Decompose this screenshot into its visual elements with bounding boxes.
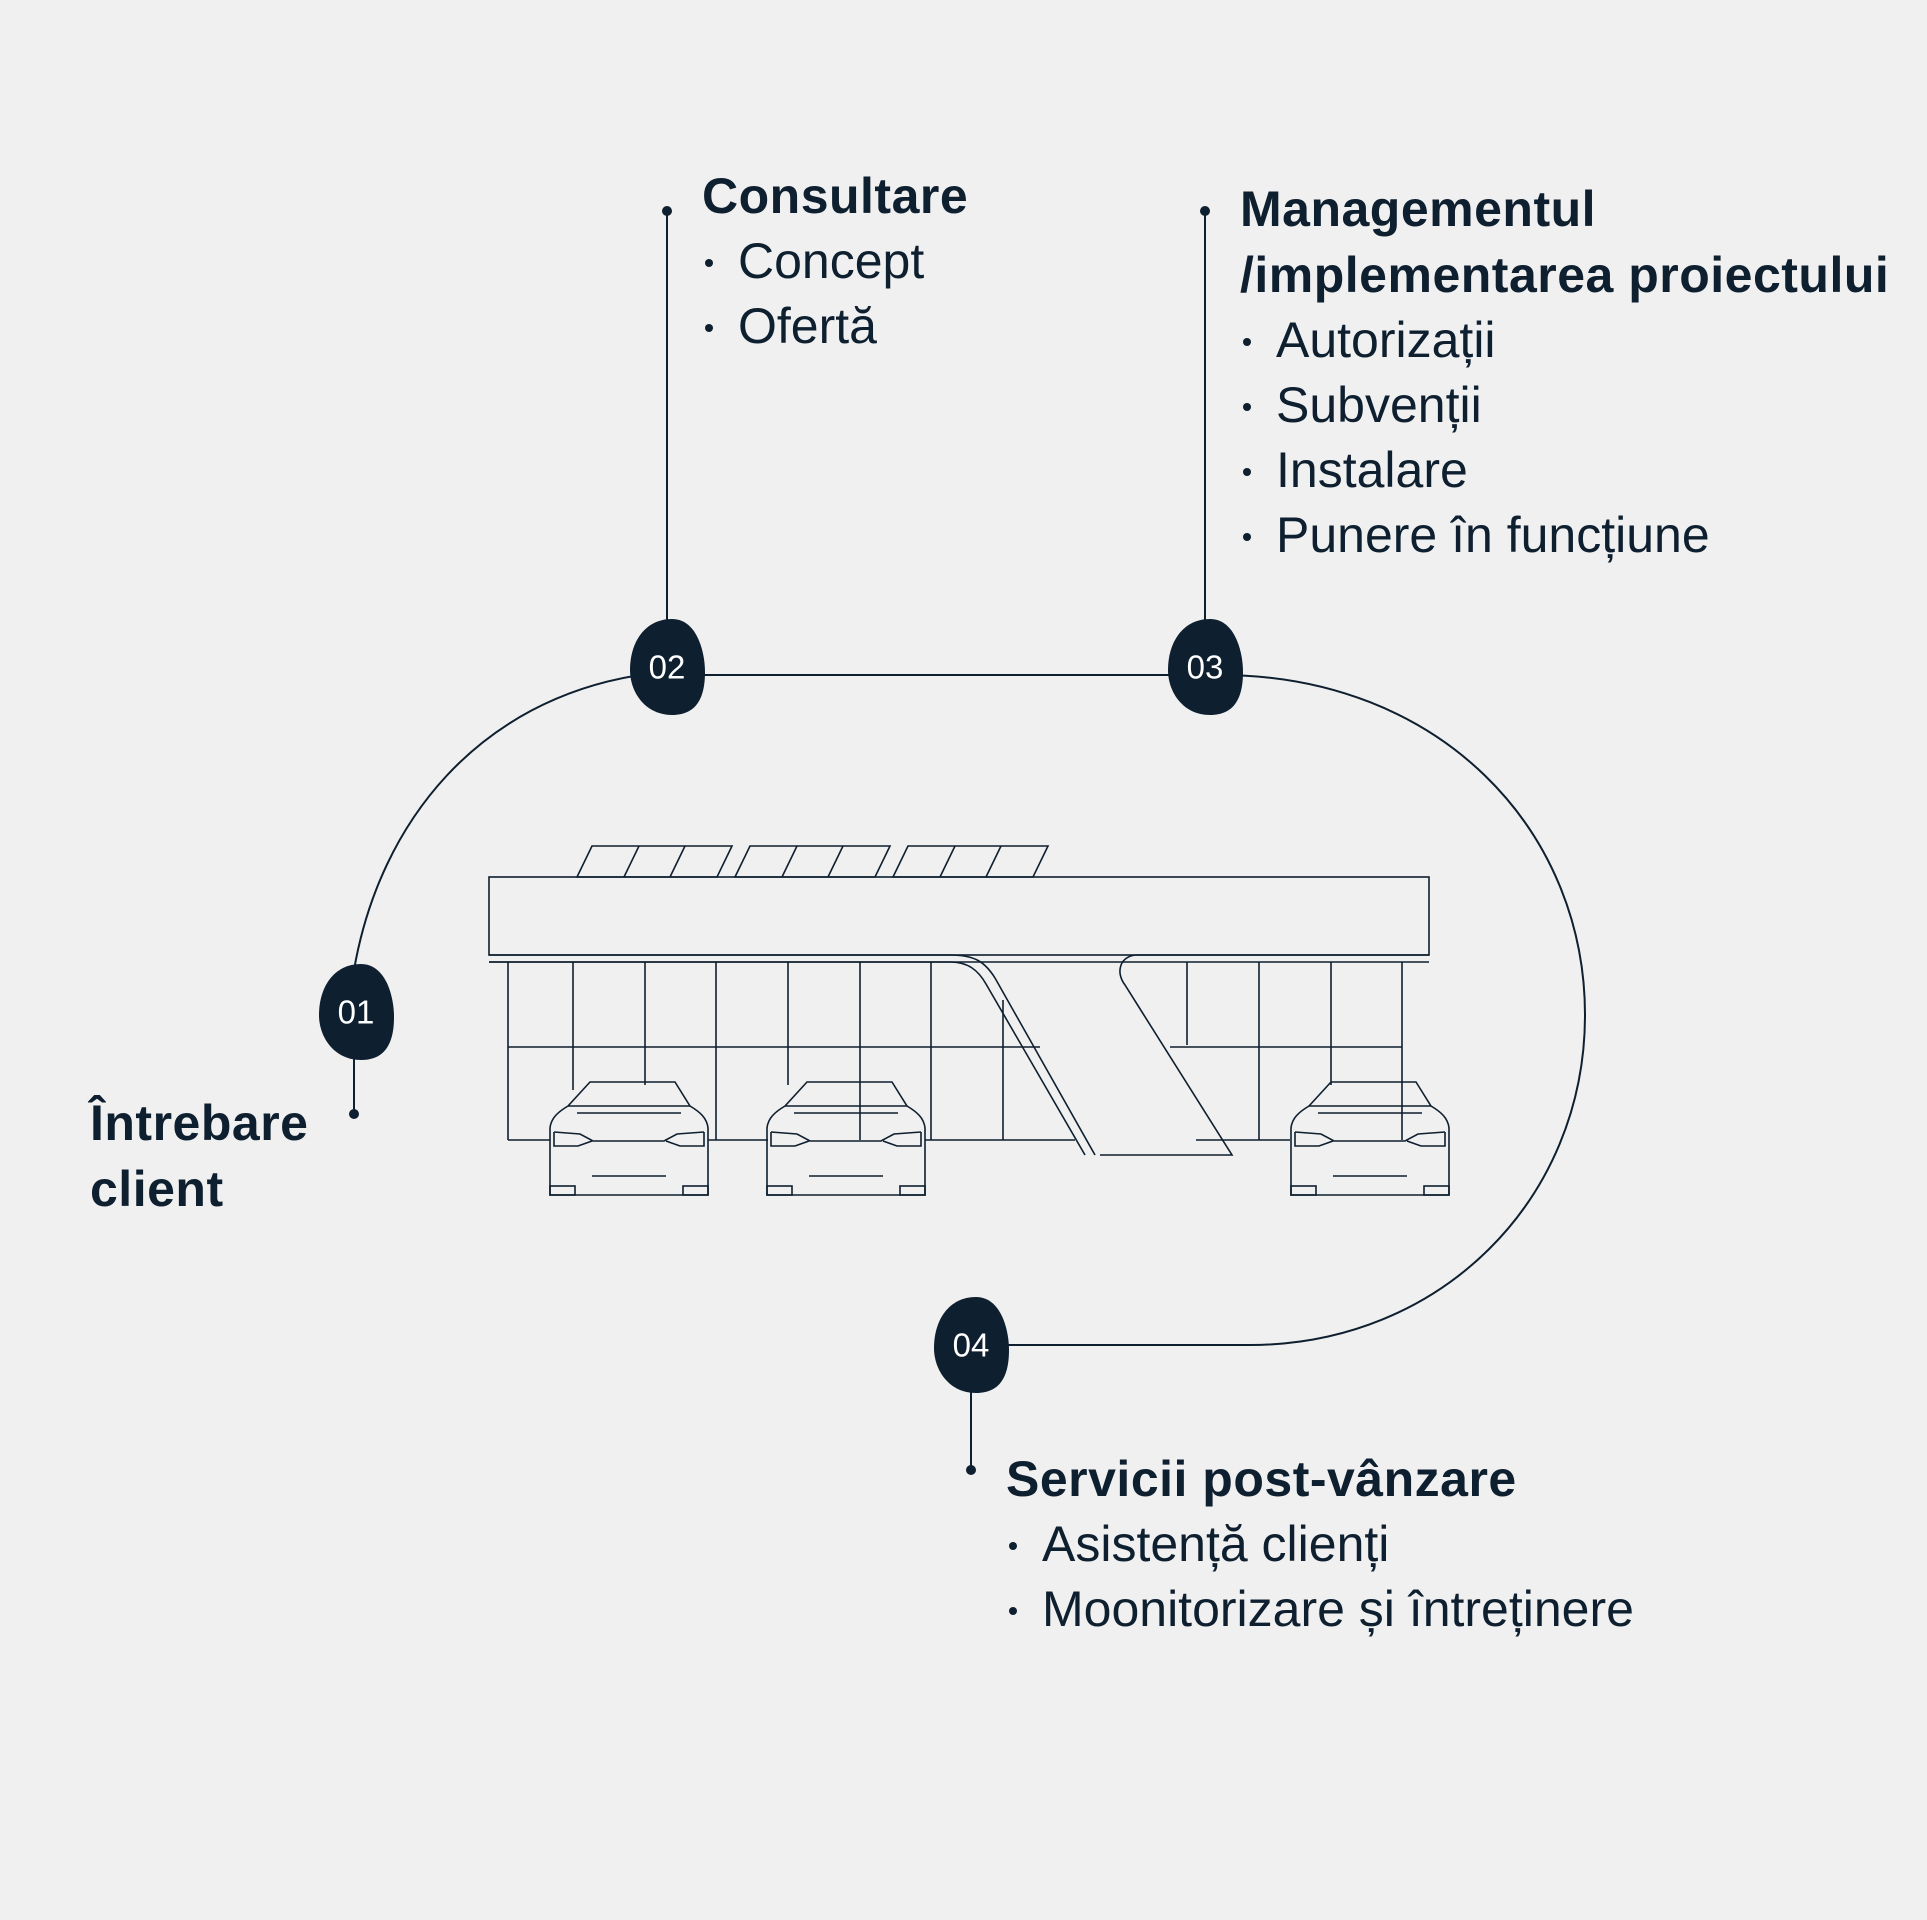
step-01-block: Întrebare client — [90, 1090, 350, 1222]
car-1 — [549, 1081, 709, 1196]
step-03-item: Punere în funcțiune — [1240, 503, 1920, 568]
process-path — [353, 674, 1587, 1346]
leader-dot-01 — [349, 1109, 359, 1119]
leader-dot-02 — [662, 206, 672, 216]
leader-dot-04 — [966, 1465, 976, 1475]
step-02-list: Concept Ofertă — [702, 229, 1122, 359]
step-02-block: Consultare Concept Ofertă — [702, 163, 1122, 359]
step-02-item: Ofertă — [702, 294, 1122, 359]
step-01-title: Întrebare client — [90, 1095, 309, 1217]
step-03-item: Instalare — [1240, 438, 1920, 503]
step-03-item: Autorizații — [1240, 308, 1920, 373]
step-02-title: Consultare — [702, 168, 969, 224]
step-04-item: Asistență clienți — [1006, 1512, 1766, 1577]
step-03-item: Subvenții — [1240, 373, 1920, 438]
step-03-block: Managementul /implementarea proiectului … — [1240, 176, 1920, 568]
step-04-block: Servicii post-vânzare Asistență clienți … — [1006, 1446, 1766, 1642]
badge-03: 03 — [1168, 619, 1243, 715]
car-3 — [1290, 1081, 1450, 1196]
solar-panels — [575, 845, 1050, 878]
step-03-list: Autorizații Subvenții Instalare Punere î… — [1240, 308, 1920, 568]
step-02-item: Concept — [702, 229, 1122, 294]
badge-01-label: 01 — [338, 994, 375, 1031]
badge-02: 02 — [630, 619, 705, 715]
leader-dot-03 — [1200, 206, 1210, 216]
badge-04-label: 04 — [953, 1327, 990, 1364]
badge-01: 01 — [319, 964, 394, 1060]
badge-03-label: 03 — [1187, 649, 1224, 686]
step-04-list: Asistență clienți Moonitorizare și între… — [1006, 1512, 1766, 1642]
charging-station-carport-with-solar-panels-and-cars-icon — [488, 845, 1450, 1196]
step-03-title: Managementul /implementarea proiectului — [1240, 181, 1890, 303]
car-2 — [766, 1081, 926, 1196]
step-04-item: Moonitorizare și întreținere — [1006, 1577, 1766, 1642]
badge-04: 04 — [934, 1297, 1009, 1393]
step-04-title: Servicii post-vânzare — [1006, 1451, 1517, 1507]
carport-roof — [488, 876, 1430, 956]
badge-02-label: 02 — [649, 649, 686, 686]
